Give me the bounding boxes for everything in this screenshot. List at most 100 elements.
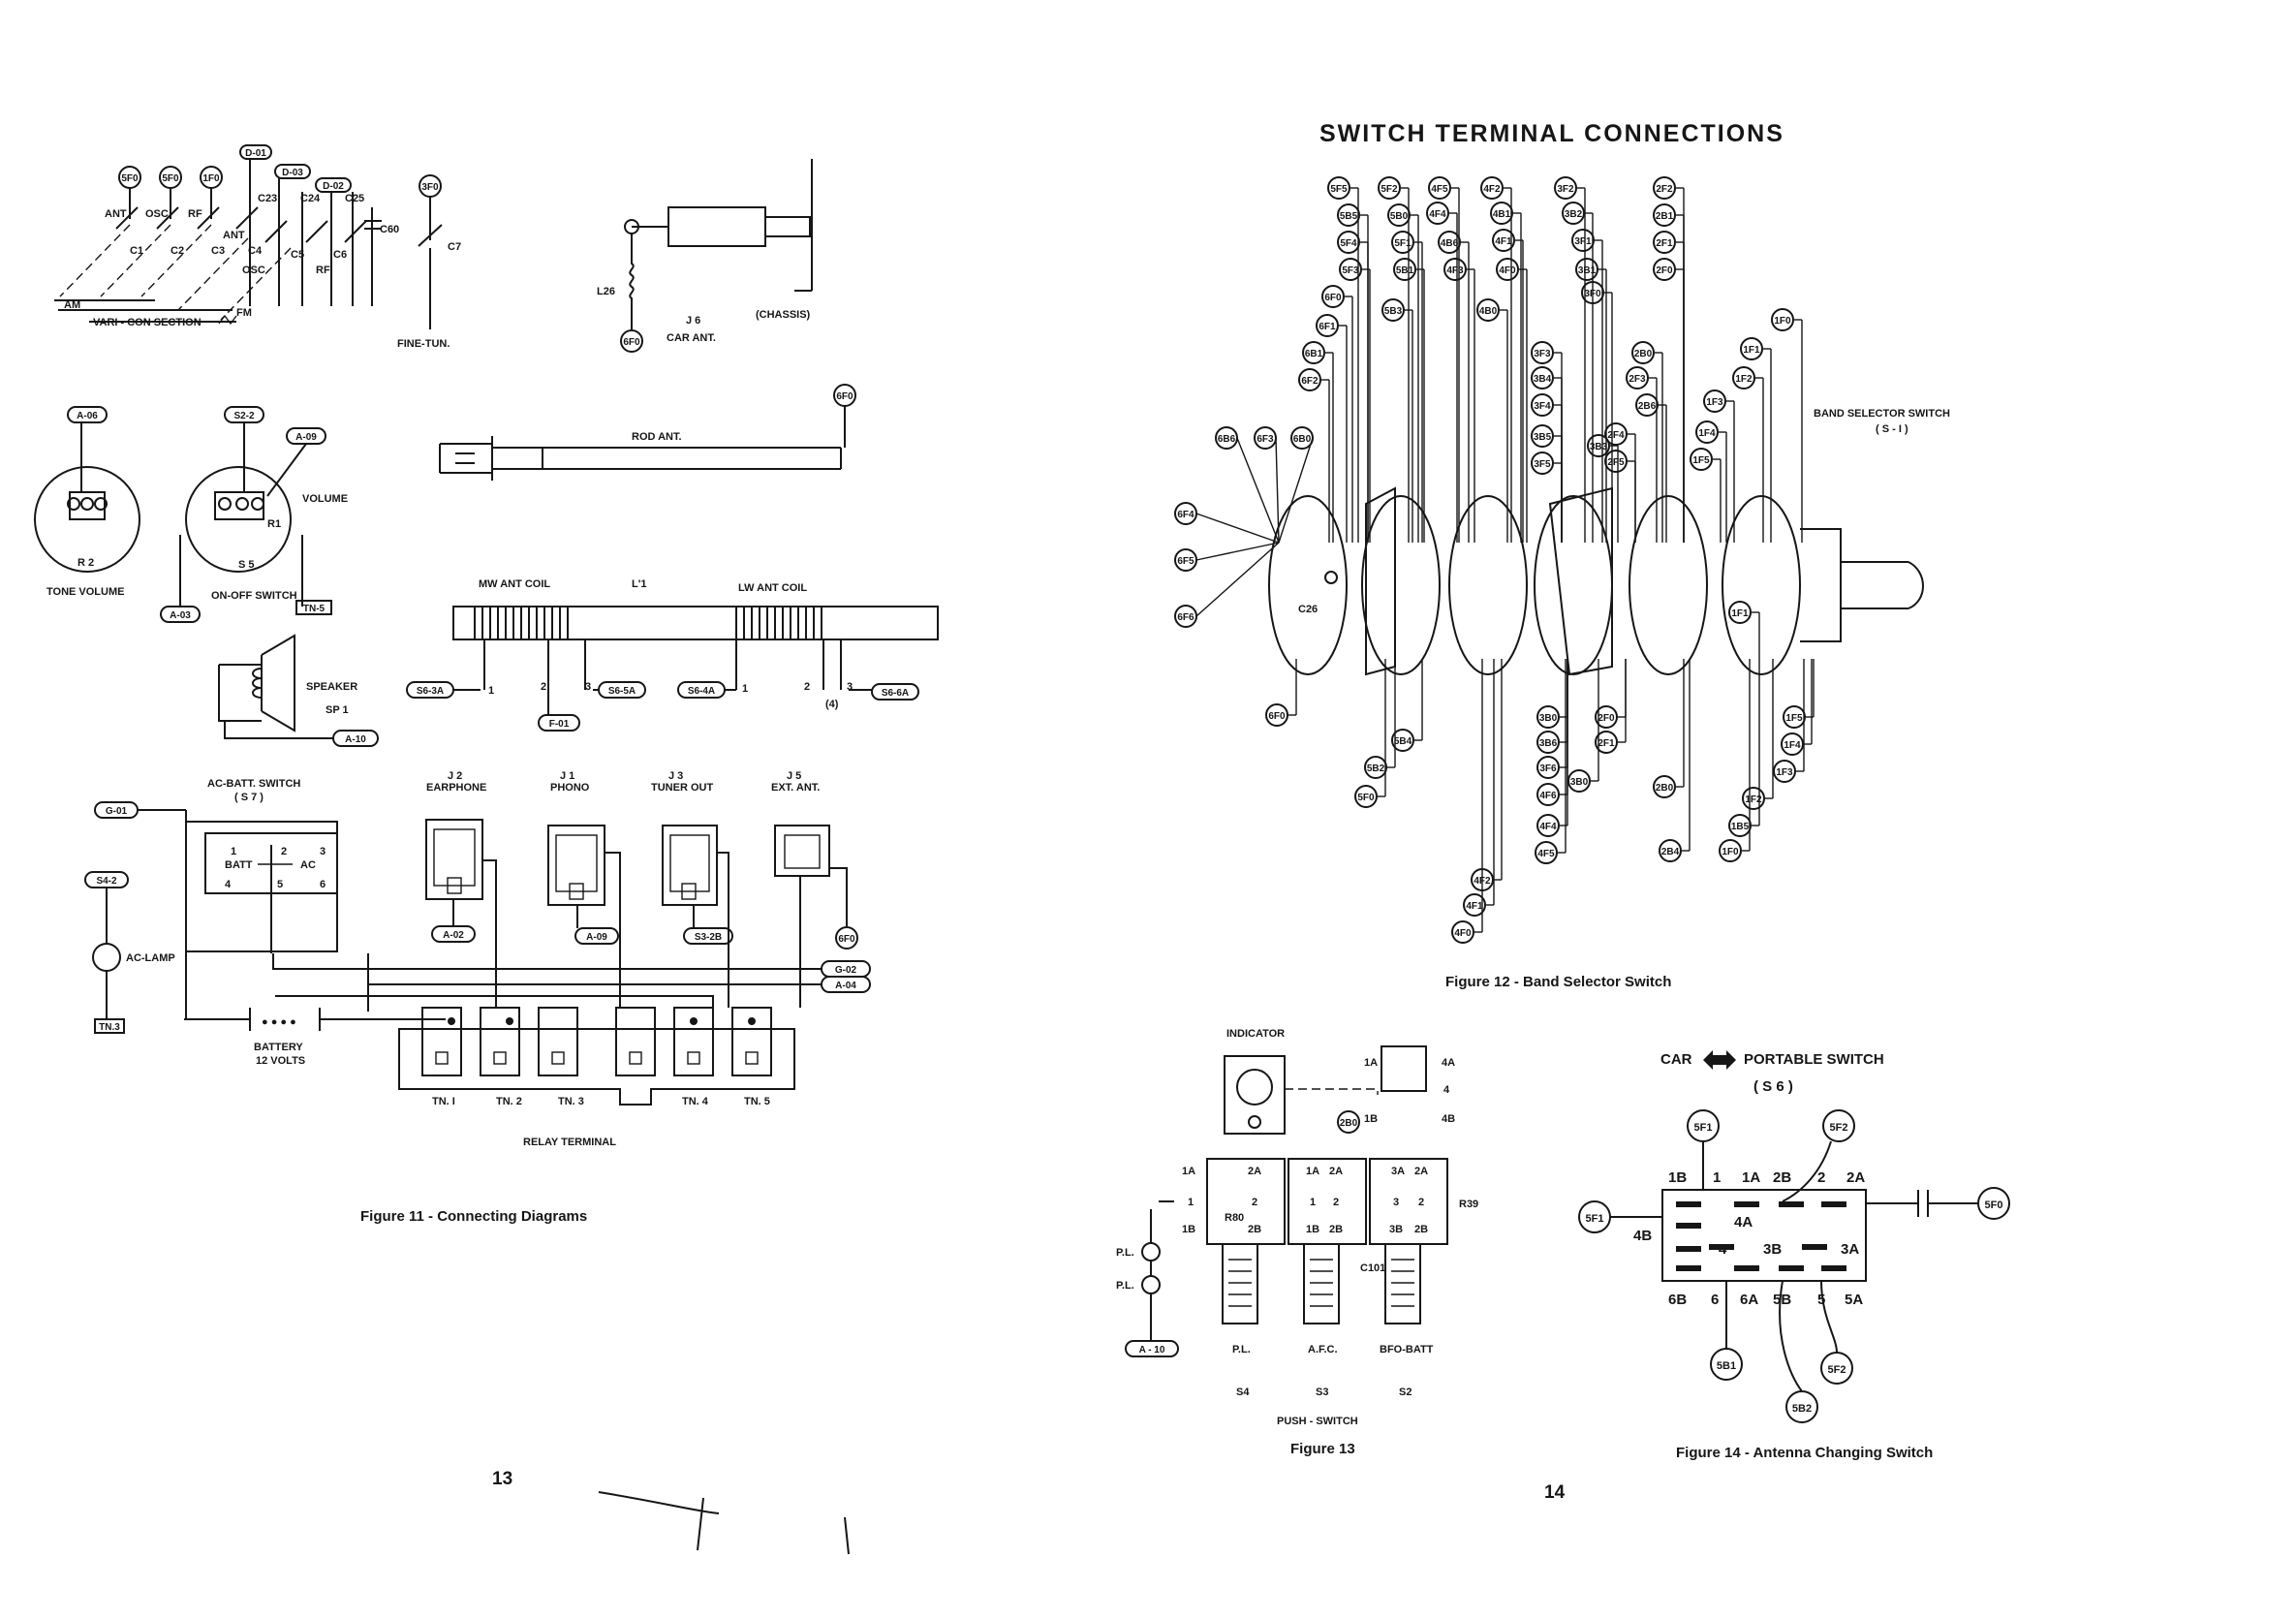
switch-terminal-tag-label: 4B1: [1493, 209, 1511, 220]
svg-text:PUSH - SWITCH: PUSH - SWITCH: [1277, 1416, 1358, 1427]
switch-terminal-tag-label: 1F3: [1776, 767, 1793, 778]
svg-text:S3: S3: [1316, 1386, 1328, 1398]
switch-terminal-tag: [1490, 202, 1513, 225]
switch-terminal-tag-label: 5F0: [1357, 793, 1375, 803]
left-page-number: 13: [492, 1469, 512, 1489]
trimmer-label: C23: [258, 193, 277, 204]
svg-text:BAND SELECTOR SWITCH: BAND SELECTOR SWITCH: [1814, 408, 1950, 420]
svg-text:A-02: A-02: [443, 930, 464, 941]
svg-text:4B: 4B: [1633, 1228, 1652, 1244]
svg-text:G-02: G-02: [835, 965, 857, 976]
switch-terminal-tag: [1773, 760, 1796, 783]
svg-text:1B: 1B: [1306, 1224, 1319, 1235]
coil-pin: (4): [825, 699, 839, 710]
switch-terminal-tag-label: 2F1: [1656, 238, 1673, 249]
switch-terminal-tag-label: 3F0: [1584, 289, 1601, 299]
switch-terminal-tag: [1378, 176, 1401, 200]
svg-text:S4-2: S4-2: [96, 876, 117, 887]
svg-text:5B2: 5B2: [1792, 1403, 1812, 1415]
switch-terminal-tag: [1174, 548, 1197, 572]
svg-text:G-01: G-01: [106, 806, 128, 817]
varicon-section: 5F0 5F0 1F0 D-01 D-03 D-02 C23: [54, 144, 399, 328]
switch-terminal-tag: [1690, 448, 1713, 471]
section-label: ANT: [105, 208, 127, 220]
lower-label: RF: [316, 265, 330, 276]
switch-terminal-tag-label: 2F3: [1629, 374, 1646, 385]
switch-terminal-tag-label: 5F4: [1340, 238, 1357, 249]
switch-terminal-tag-label: 3B0: [1570, 777, 1589, 788]
section-label: ANT: [223, 230, 245, 241]
switch-terminal-tag: [1626, 366, 1649, 389]
svg-text:6: 6: [1711, 1292, 1719, 1308]
svg-text:( S - I ): ( S - I ): [1876, 423, 1908, 435]
coil-pin: 1: [488, 685, 494, 697]
switch-terminal-tag: [1728, 601, 1752, 624]
svg-text:INDICATOR: INDICATOR: [1226, 1028, 1285, 1040]
switch-terminal-tag-label: 5B4: [1394, 736, 1412, 747]
rod-antenna: 6F0 ROD ANT.: [439, 384, 856, 481]
switch-terminal-tag-label: 3F5: [1534, 459, 1551, 470]
switch-terminal-tag-label: 4F5: [1537, 849, 1555, 859]
svg-text:AC: AC: [300, 859, 316, 871]
fig14-tag: 5F1: [1687, 1109, 1720, 1142]
switch-terminal-tag-label: 4B0: [1479, 306, 1498, 317]
switch-terminal-tag: [1536, 756, 1560, 779]
svg-text:A-10: A-10: [345, 734, 366, 745]
switch-terminal-tag: [1496, 258, 1519, 281]
antenna-coil: MW ANT COIL L'1 LW ANT COIL S6-3A S6-5A …: [406, 578, 939, 732]
fig14-tag: 5B2: [1785, 1390, 1818, 1423]
switch-terminal-tag-label: 2F2: [1656, 184, 1673, 195]
svg-text:5F0: 5F0: [1985, 1199, 2003, 1211]
switch-terminal-tag-label: 3B1: [1578, 265, 1597, 276]
coil-tag: F-01: [538, 714, 580, 732]
band-selector-switch: C26 BAND SELECTOR SWITCH ( S - I ): [1268, 408, 1950, 676]
relay-terminal: TN. I TN. 2 TN. 3 TN. 4 TN. 5 RELAY TERM…: [398, 1007, 795, 1148]
switch-terminal-tag: [1463, 893, 1486, 917]
relay-terminal-label: TN. 2: [496, 1096, 522, 1107]
switch-terminal-tag-label: 2F1: [1598, 738, 1615, 749]
switch-terminal-tag: [1562, 202, 1585, 225]
svg-text:( S 6 ): ( S 6 ): [1753, 1078, 1793, 1095]
svg-text:5F1: 5F1: [1694, 1122, 1713, 1134]
svg-text:D-03: D-03: [282, 168, 303, 178]
switch-terminal-tag-label: 1F5: [1785, 713, 1803, 724]
switch-terminal-tag: [1265, 703, 1288, 727]
svg-text:5F0: 5F0: [162, 173, 179, 184]
varicon-top-tag: 5F0: [159, 166, 182, 189]
switch-terminal-tag-label: 2F0: [1598, 713, 1615, 724]
svg-text:4: 4: [1443, 1084, 1450, 1096]
cap-label: C4: [248, 245, 263, 257]
switch-terminal-tag: [1531, 393, 1554, 417]
coil-pin: 3: [847, 681, 853, 693]
cap-label: C5: [291, 249, 304, 261]
switch-terminal-tag: [1653, 176, 1676, 200]
jack-ext-ant: J 5 EXT. ANT. 6F0: [771, 770, 858, 1008]
switch-terminal-tag: [1554, 176, 1577, 200]
cap-label: C6: [333, 249, 347, 261]
switch-terminal-tag-label: 2B0: [1656, 783, 1674, 794]
switch-terminal-tag-label: 3F4: [1534, 401, 1551, 412]
cap-label: C2: [171, 245, 184, 257]
switch-terminal-tag: [1531, 424, 1554, 448]
svg-text:A-04: A-04: [835, 981, 856, 991]
switch-terminal-tag-label: 6F3: [1257, 434, 1274, 445]
switch-terminal-tag-label: 2B4: [1661, 847, 1680, 857]
fig14-tag: 5F0: [1977, 1187, 2010, 1220]
coil-tag: S6-6A: [871, 683, 919, 701]
svg-text:3A: 3A: [1391, 1166, 1405, 1177]
switch-terminal-tag: [1771, 308, 1794, 331]
switch-terminal-tag-label: 3B5: [1534, 432, 1552, 443]
ac-batt-switch: AC-BATT. SWITCH ( S 7 ) 1 2 3 BATT AC 4 …: [138, 778, 338, 1020]
svg-text:D-01: D-01: [245, 148, 266, 159]
svg-text:S2-2: S2-2: [233, 411, 255, 421]
svg-text:4: 4: [225, 879, 232, 890]
svg-text:6F0: 6F0: [836, 391, 853, 402]
svg-text:1B: 1B: [1668, 1169, 1687, 1186]
svg-text:TONE VOLUME: TONE VOLUME: [47, 586, 124, 598]
switch-lead-wire: [1275, 437, 1280, 544]
switch-terminal-tag-label: 6B6: [1218, 434, 1236, 445]
switch-terminal-tag: [1531, 452, 1554, 475]
svg-text:CAR ANT.: CAR ANT.: [667, 332, 716, 344]
switch-terminal-tag: [1339, 258, 1362, 281]
switch-terminal-tag-label: 5B2: [1367, 763, 1385, 774]
